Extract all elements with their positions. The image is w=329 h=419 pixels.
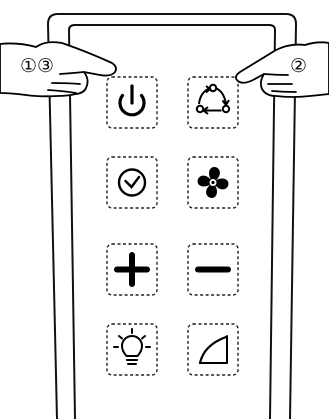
remote-body-inner-outline (69, 25, 275, 419)
right-pointing-hand (236, 42, 329, 97)
fan-speed-button[interactable] (188, 157, 238, 208)
mode-button[interactable] (188, 77, 238, 128)
swing-button[interactable] (188, 324, 238, 375)
light-button[interactable] (107, 324, 157, 375)
power-button[interactable] (107, 77, 157, 128)
callout-label-right: ② (290, 55, 307, 77)
decrease-button[interactable] (188, 244, 238, 295)
left-pointing-hand (0, 42, 116, 96)
callout-label-left: ①③ (20, 55, 54, 77)
increase-button[interactable] (107, 244, 157, 295)
timer-button[interactable] (107, 157, 157, 208)
